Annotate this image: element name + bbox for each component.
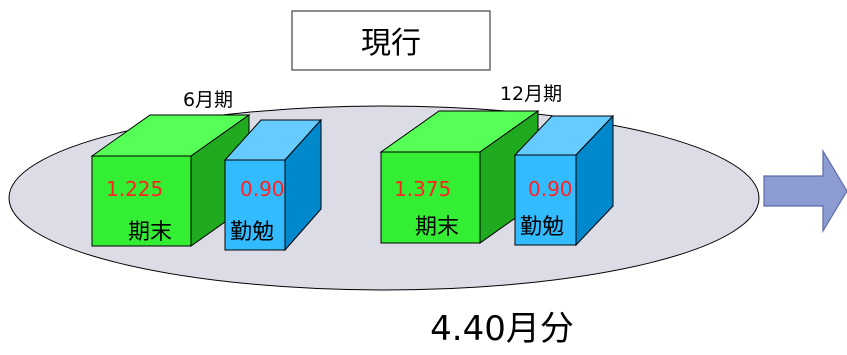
period-group-december: 12月期 1.375 期末 0.90 勤勉 [379, 83, 615, 247]
kimatsu-block-front [91, 155, 192, 247]
kimatsu-block: 1.375 期末 [379, 110, 540, 244]
kinben-block-front [224, 159, 286, 251]
right-arrow-icon [763, 148, 847, 234]
kinben-block: 0.90 勤勉 [223, 118, 323, 252]
kinben-value: 0.90 [528, 177, 573, 201]
kinben-block: 0.90 勤勉 [513, 114, 615, 247]
kimatsu-label: 期末 [415, 215, 459, 240]
period-group-june: 6月期 1.225 期末 0.90 勤勉 [90, 89, 323, 252]
kimatsu-value: 1.225 [106, 177, 163, 201]
period-label: 12月期 [500, 83, 562, 105]
period-label: 6月期 [183, 89, 233, 111]
title-box [291, 10, 491, 71]
total-months: 4.40月分 [430, 309, 574, 349]
kinben-label: 勤勉 [520, 215, 564, 240]
kinben-value: 0.90 [240, 177, 285, 201]
kimatsu-value: 1.375 [394, 177, 451, 201]
kimatsu-block-front [380, 151, 481, 244]
kinben-label: 勤勉 [230, 220, 274, 245]
title-text: 現行 [361, 26, 421, 61]
kimatsu-label: 期末 [128, 220, 172, 245]
kinben-block-front [514, 154, 577, 246]
